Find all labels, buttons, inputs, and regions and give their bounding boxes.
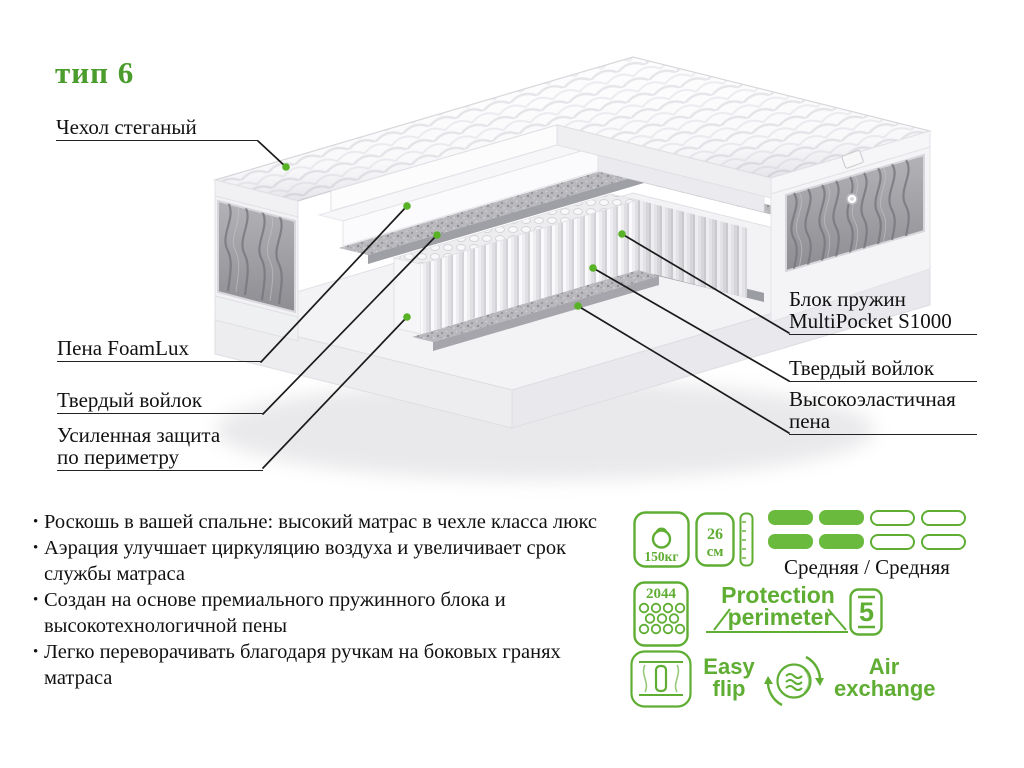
callout-foamlux: Пена FoamLux [57,337,261,362]
feature-item: Легко переворачивать благодаря ручкам на… [33,639,599,691]
air-exchange-line2: exchange [834,676,936,701]
feature-item: Создан на основе премиального пружинного… [33,587,599,639]
callout-springs: Блок пружин MultiPocket S1000 [789,288,977,335]
height-value: 26 [707,526,723,543]
air-exchange-icon [764,655,824,707]
springs-count-icon: 2044 [633,581,689,647]
lower-felt-layer [412,266,764,351]
feature-item: Роскошь в вашей спальне: высокий матрас … [33,509,599,535]
callout-elastic-line1: Высокоэластичная [789,387,956,411]
vent-button [846,193,858,205]
callout-perimeter-line1: Усиленная защита [57,423,221,447]
label-tag [841,150,864,169]
foamlux-layer [317,139,765,247]
callout-felt-right: Твердый войлок [789,357,977,382]
callout-foamlux-label: Пена FoamLux [57,336,189,360]
callout-felt-left-label: Твердый войлок [57,388,203,412]
height-icon: 26 см [695,512,735,567]
callout-elastic-line2: пена [789,409,831,433]
callout-elastic: Высокоэластичная пена [789,388,977,435]
callout-cover-label: Чехол стеганый [56,115,197,139]
callout-felt-right-label: Твердый войлок [789,356,935,380]
firmness-indicator [768,510,966,550]
easy-flip-icon [630,650,692,708]
easy-flip-line2: flip [712,676,746,701]
callout-anchor-dots [282,163,626,321]
firmness-label: Средняя / Средняя [784,555,950,579]
callout-springs-line2: MultiPocket S1000 [789,309,952,333]
air-exchange-line1: Air [868,654,900,679]
air-exchange-caption: Air exchange [834,654,936,701]
floor-shadow [215,380,875,480]
feature-item: Аэрация улучшает циркуляцию воздуха и ув… [33,535,599,587]
spring-block [392,193,747,335]
springs-count-value: 2044 [646,586,677,602]
callout-springs-line1: Блок пружин [789,287,906,311]
protection-line2: perimeter [728,604,833,630]
warranty-years-icon: 5 [849,588,883,636]
ruler-icon [739,512,754,567]
page-title: тип 6 [55,55,135,90]
protection-line1: Protection [721,584,835,608]
upper-felt-layer [339,167,790,264]
max-weight-icon: 150кг [633,511,690,568]
easy-flip-line1: Easy [703,654,755,679]
warranty-years-value: 5 [859,597,874,627]
callout-perimeter: Усиленная защита по периметру [57,424,263,471]
max-weight-value: 150кг [644,549,678,564]
callout-perimeter-line2: по периметру [57,445,180,469]
callout-leader-lines [257,140,790,469]
callout-felt-left: Твердый войлок [57,389,263,414]
feature-list: Роскошь в вашей спальне: высокий матрас … [33,509,599,691]
quilted-cover [212,56,933,218]
easy-flip-caption: Easy flip [698,656,760,700]
callout-cover: Чехол стеганый [56,116,258,141]
left-side-panel [214,195,299,342]
height-unit: см [707,544,724,560]
protection-perimeter-badge: Protection perimeter [706,584,848,633]
